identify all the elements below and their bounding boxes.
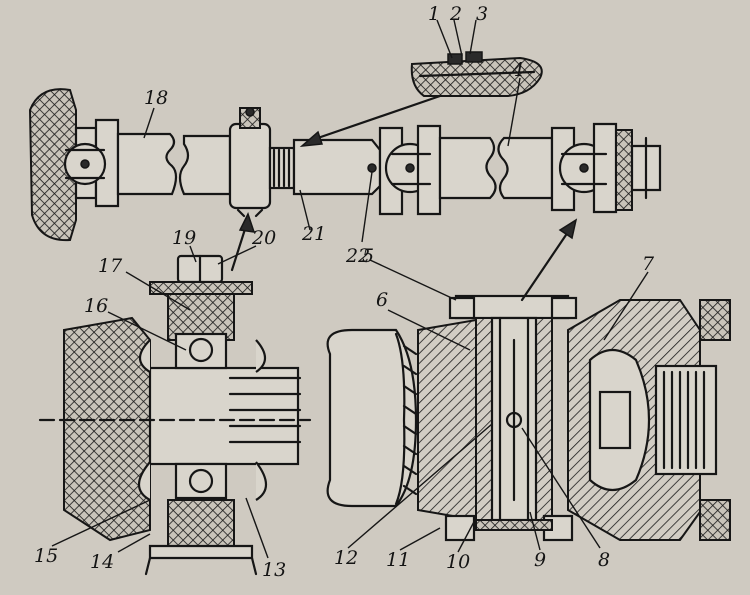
intermediate-support-section <box>38 212 312 576</box>
callout-16: 16 <box>84 295 108 317</box>
leader-lines <box>51 19 649 559</box>
left-cardan-joint <box>63 118 120 208</box>
callout-15: 15 <box>34 545 58 567</box>
callout-13: 13 <box>262 559 286 581</box>
callout-5: 5 <box>362 245 374 267</box>
top-support-bearing <box>228 107 272 218</box>
middle-cardan-joint <box>378 124 442 216</box>
callout-6: 6 <box>376 289 388 311</box>
rear-shaft-tube <box>438 136 554 200</box>
callout-18: 18 <box>144 87 168 109</box>
seal-detail-inset <box>410 51 543 97</box>
grease-fitting <box>367 163 377 173</box>
rubber-cushion-bottom <box>167 499 235 547</box>
callout-21: 21 <box>301 223 326 245</box>
left-transmission-housing <box>63 316 151 542</box>
callout-labels: 1 2 3 4 5 6 7 8 9 10 11 12 13 14 15 16 1… <box>34 3 655 581</box>
callout-10: 10 <box>446 551 470 573</box>
detail-arrow <box>310 94 442 142</box>
rear-cardan-joint <box>550 122 662 214</box>
callout-19: 19 <box>172 227 196 249</box>
drive-flange-section <box>326 218 731 542</box>
callout-2: 2 <box>449 3 462 25</box>
callout-1: 1 <box>428 3 440 25</box>
front-shaft-tube <box>116 132 232 196</box>
callout-20: 20 <box>251 227 276 249</box>
rubber-cushion-top <box>167 293 235 341</box>
callout-9: 9 <box>534 549 546 571</box>
axle-housing <box>417 318 477 522</box>
callout-4: 4 <box>511 59 524 81</box>
callout-22: 22 <box>345 245 370 267</box>
left-gearbox-flange <box>28 88 77 242</box>
splined-shaft-end <box>268 138 382 196</box>
propeller-shaft-assembly <box>28 51 662 242</box>
callout-8: 8 <box>598 549 610 571</box>
callout-12: 12 <box>334 547 358 569</box>
callout-14: 14 <box>90 551 114 573</box>
output-gear <box>654 364 718 476</box>
callout-17: 17 <box>98 255 123 277</box>
tire-profile <box>326 328 418 508</box>
callout-7: 7 <box>642 253 655 275</box>
callout-3: 3 <box>476 3 488 25</box>
callout-11: 11 <box>386 549 410 571</box>
flange-bolt <box>448 296 476 320</box>
